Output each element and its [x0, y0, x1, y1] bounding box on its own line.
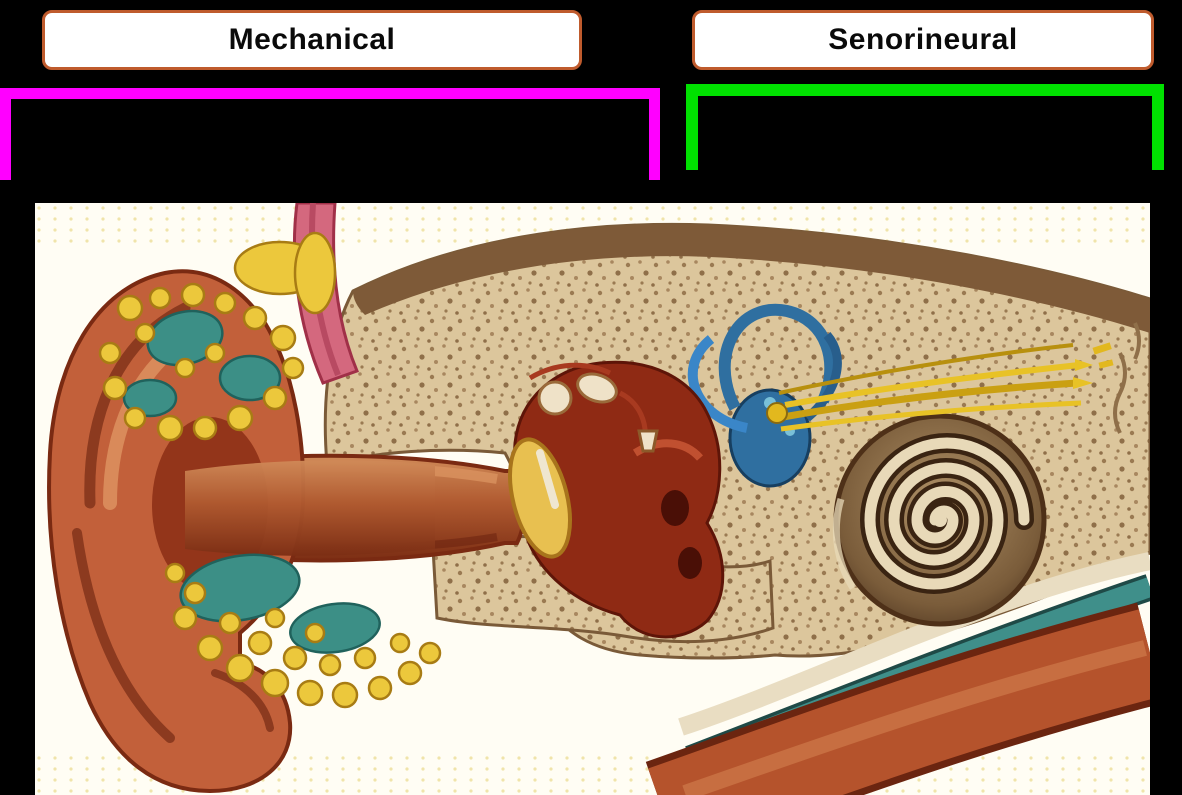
mechanical-label-box: Mechanical — [42, 10, 582, 70]
ear-canal-entry — [185, 460, 435, 556]
sensorineural-label: Senorineural — [828, 23, 1018, 56]
ossicles — [528, 362, 659, 453]
fat-tissue-upper — [98, 231, 337, 442]
middle-ear-cavity — [513, 360, 725, 639]
scalp-band — [353, 224, 1150, 333]
mechanical-label: Mechanical — [228, 23, 396, 56]
ear-anatomy-illustration — [35, 203, 1150, 795]
sensorineural-bracket — [686, 84, 1164, 170]
eardrum — [508, 437, 572, 559]
fat-tissue-lower — [164, 553, 442, 709]
sensorineural-label-box: Senorineural — [692, 10, 1154, 70]
cochlea — [832, 413, 1047, 627]
auditory-nerve — [766, 342, 1114, 432]
mechanical-bracket — [0, 88, 660, 180]
eustachian-region — [645, 552, 1150, 795]
